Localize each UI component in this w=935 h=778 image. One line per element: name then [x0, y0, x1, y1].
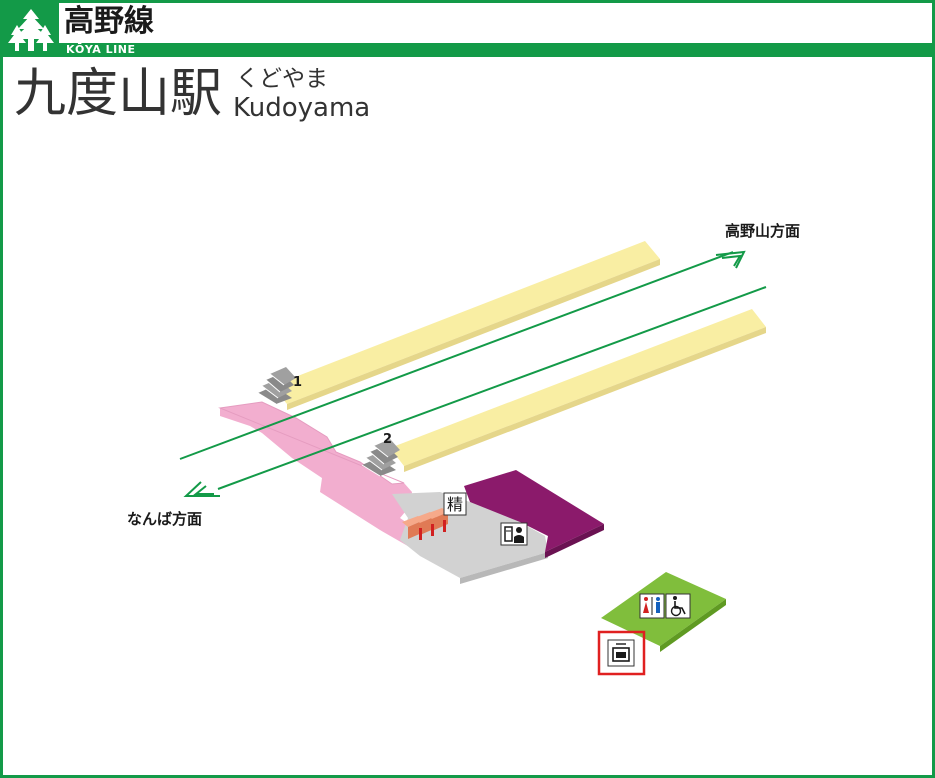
line-title: 高野線 [64, 4, 154, 39]
fare-adjustment-icon: 精 [443, 492, 467, 516]
header-band [3, 43, 932, 57]
station-office [464, 470, 604, 558]
ticket-gates [402, 508, 448, 540]
arrow-down-direction-icon [183, 481, 220, 497]
platform-1 [272, 241, 660, 410]
concourse-floor [218, 401, 442, 556]
platform-number-2: 2 [383, 432, 392, 447]
line-subtitle: KŌYA LINE [66, 43, 136, 56]
station-name: 九度山駅 [14, 64, 223, 124]
station-kana: くどやま [236, 66, 328, 92]
stairs-platform-2 [361, 439, 400, 477]
platform-number-1: 1 [293, 375, 302, 390]
arrow-up-direction-icon [715, 250, 746, 269]
ticket-machine-icon [500, 522, 528, 546]
direction-label-down: なんば方面 [127, 510, 202, 528]
coin-locker-icon [597, 630, 646, 676]
toilet-icon [639, 593, 665, 619]
wheelchair-icon [665, 593, 691, 619]
direction-label-up: 高野山方面 [725, 222, 800, 240]
station-romaji: Kudoyama [233, 93, 371, 123]
stairs-platform-1 [257, 367, 296, 405]
cedar-tree-icon [3, 3, 59, 57]
platform-2 [390, 309, 766, 472]
header-bar [3, 3, 932, 43]
rail-tracks [179, 251, 767, 490]
fare-adjustment-label: 精 [447, 495, 463, 514]
